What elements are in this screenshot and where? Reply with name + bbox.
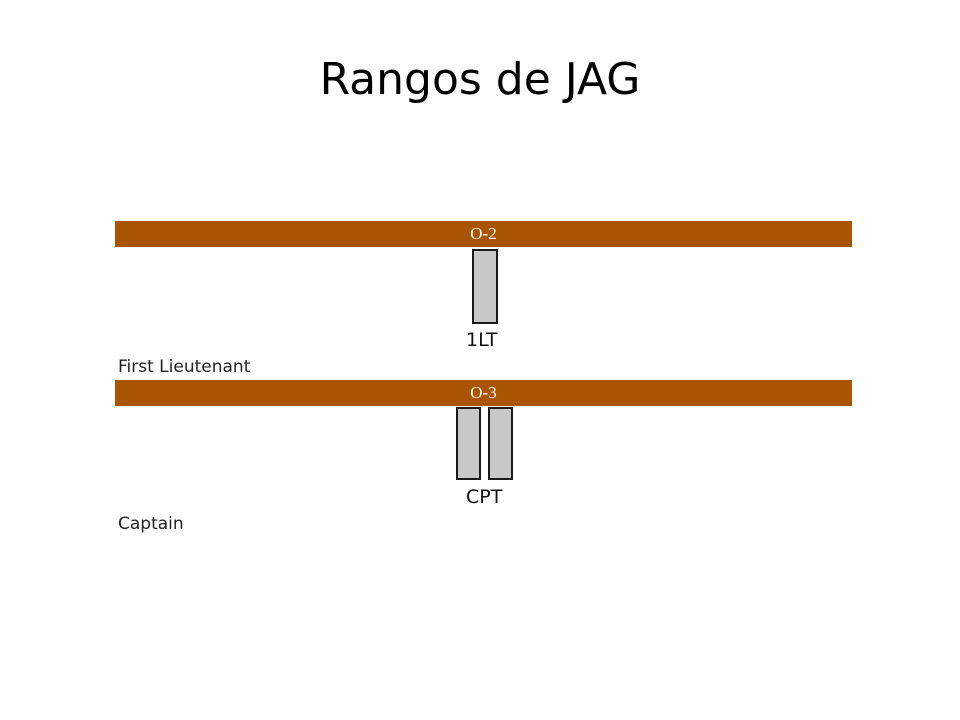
slide-title: Rangos de JAG — [319, 54, 641, 105]
rank-abbreviation-1lt: 1LT — [466, 329, 498, 351]
rank-name-first-lieutenant: First Lieutenant — [118, 357, 251, 377]
captain-bar-left-icon — [456, 407, 481, 480]
grade-band-o2: O-2 — [115, 221, 852, 247]
rank-abbreviation-cpt: CPT — [466, 486, 503, 508]
grade-band-o3: O-3 — [115, 380, 852, 406]
captain-bar-right-icon — [488, 407, 513, 480]
first-lieutenant-bar-icon — [472, 249, 498, 324]
rank-name-captain: Captain — [118, 514, 184, 534]
